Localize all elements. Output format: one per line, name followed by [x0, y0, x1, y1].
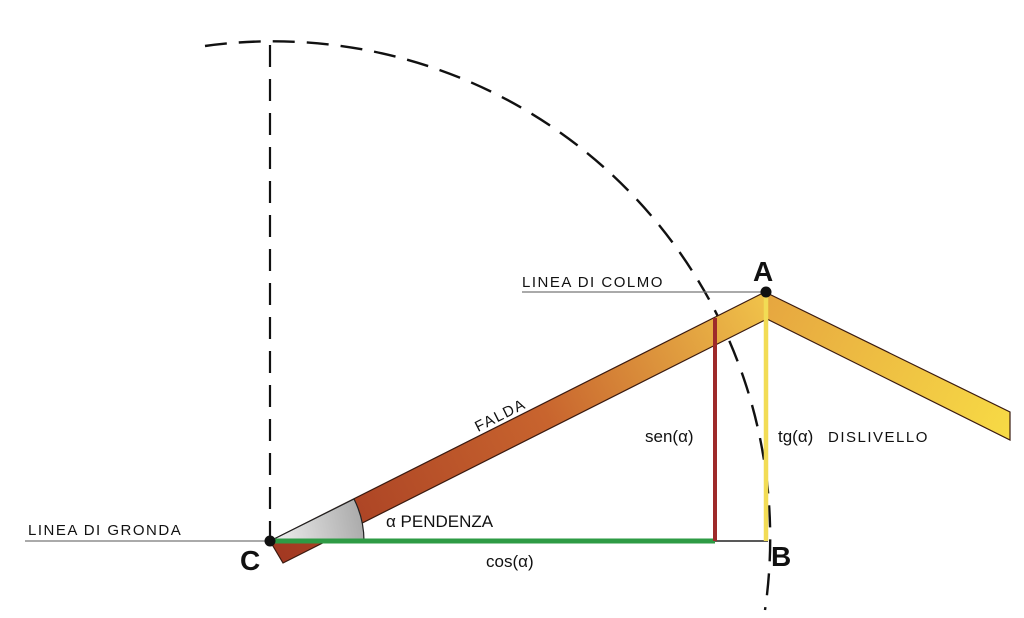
label-pendenza: α PENDENZA	[386, 512, 494, 531]
label-point-a: A	[753, 256, 773, 287]
label-linea-colmo: LINEA DI COLMO	[522, 274, 664, 291]
right-rafter	[764, 291, 1011, 441]
label-tg: tg(α)	[778, 427, 813, 446]
point-c-dot	[264, 535, 276, 547]
label-point-b: B	[771, 541, 791, 572]
point-a-dot	[760, 286, 772, 298]
label-point-c: C	[240, 545, 260, 576]
angle-alpha-wedge	[269, 498, 365, 542]
label-sen: sen(α)	[645, 427, 694, 446]
label-dislivello: DISLIVELLO	[828, 429, 929, 446]
label-linea-gronda: LINEA DI GRONDA	[28, 522, 182, 539]
label-cos: cos(α)	[486, 552, 534, 571]
dashed-unit-arc	[204, 40, 772, 611]
